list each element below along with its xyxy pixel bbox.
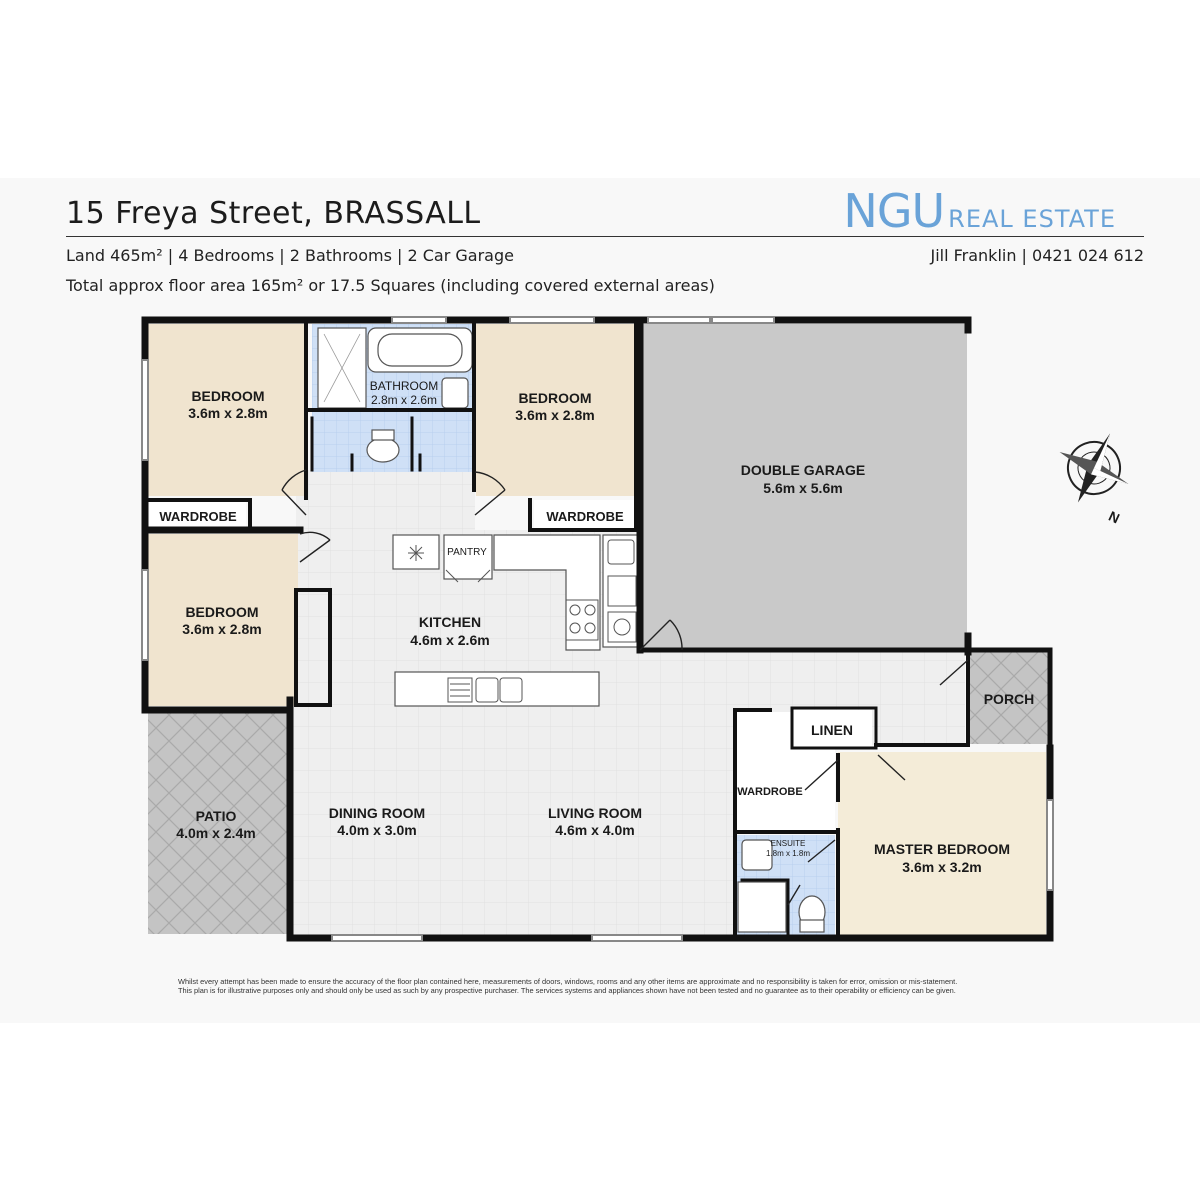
bedroom-3-size: 3.6m x 2.8m [182,621,261,637]
wardrobe-2-floor [534,500,634,528]
living-floor [290,470,965,935]
ensuite-label: ENSUITE [771,839,806,848]
bedroom-1-label: BEDROOM [191,388,264,404]
wardrobe-1-label: WARDROBE [159,509,237,524]
dining-room-label: DINING ROOM [329,805,425,821]
patio-floor [148,712,288,934]
master-bedroom-floor [838,752,1046,935]
hall-floor [305,470,475,540]
disclaimer-line-2: This plan is for illustrative purposes o… [178,986,956,995]
porch-floor [968,652,1048,744]
wardrobe-3-floor [735,712,835,830]
wardrobe-1-floor [148,500,246,528]
windows [141,316,1054,942]
master-bedroom-label: MASTER BEDROOM [874,841,1010,857]
patio-size: 4.0m x 2.4m [176,825,255,841]
kitchen-benches [392,534,640,707]
bedroom-1-floor [148,324,306,496]
logo-sub: REAL ESTATE [948,205,1116,233]
dining-room-size: 4.0m x 3.0m [337,822,416,838]
master-bedroom-size: 3.6m x 3.2m [902,859,981,875]
bedroom-1-size: 3.6m x 2.8m [188,405,267,421]
disclaimer: Whilst every attempt has been made to en… [178,977,1038,995]
garage-label: DOUBLE GARAGE [741,462,865,478]
living-room-label: LIVING ROOM [548,805,642,821]
disclaimer-line-1: Whilst every attempt has been made to en… [178,977,958,986]
floor-area: Total approx floor area 165m² or 17.5 Sq… [66,276,715,295]
wardrobe-2-label: WARDROBE [546,509,624,524]
property-address: 15 Freya Street, BRASSALL [66,196,481,231]
porch-label: PORCH [984,691,1035,707]
bathroom-label: BATHROOM [370,379,438,393]
patio-label: PATIO [196,808,237,824]
bedroom-2-size: 3.6m x 2.8m [515,407,594,423]
pantry-label: PANTRY [447,547,487,558]
agent-contact: Jill Franklin | 0421 024 612 [930,246,1144,265]
linen-label: LINEN [811,722,853,738]
property-summary: Land 465m² | 4 Bedrooms | 2 Bathrooms | … [66,246,514,265]
doors [281,469,969,906]
kitchen-size: 4.6m x 2.6m [410,632,489,648]
kitchen-appliances [408,539,637,703]
compass-label: N [1106,508,1122,527]
kitchen-label: KITCHEN [419,614,481,630]
header-divider [66,236,1144,237]
bedroom-3-label: BEDROOM [185,604,258,620]
garage-floor [642,324,967,648]
ensuite-size: 1.8m x 1.8m [766,849,810,858]
wardrobe-3-label: WARDROBE [737,786,802,798]
bedroom-2-floor [476,324,636,496]
logo-main: NGU [843,184,945,238]
bathroom-size: 2.8m x 2.6m [371,393,437,407]
bedroom-2-label: BEDROOM [518,390,591,406]
living-room-size: 4.6m x 4.0m [555,822,634,838]
garage-size: 5.6m x 5.6m [763,480,842,496]
bedroom-3-floor [148,534,298,706]
compass-icon [1059,433,1129,503]
